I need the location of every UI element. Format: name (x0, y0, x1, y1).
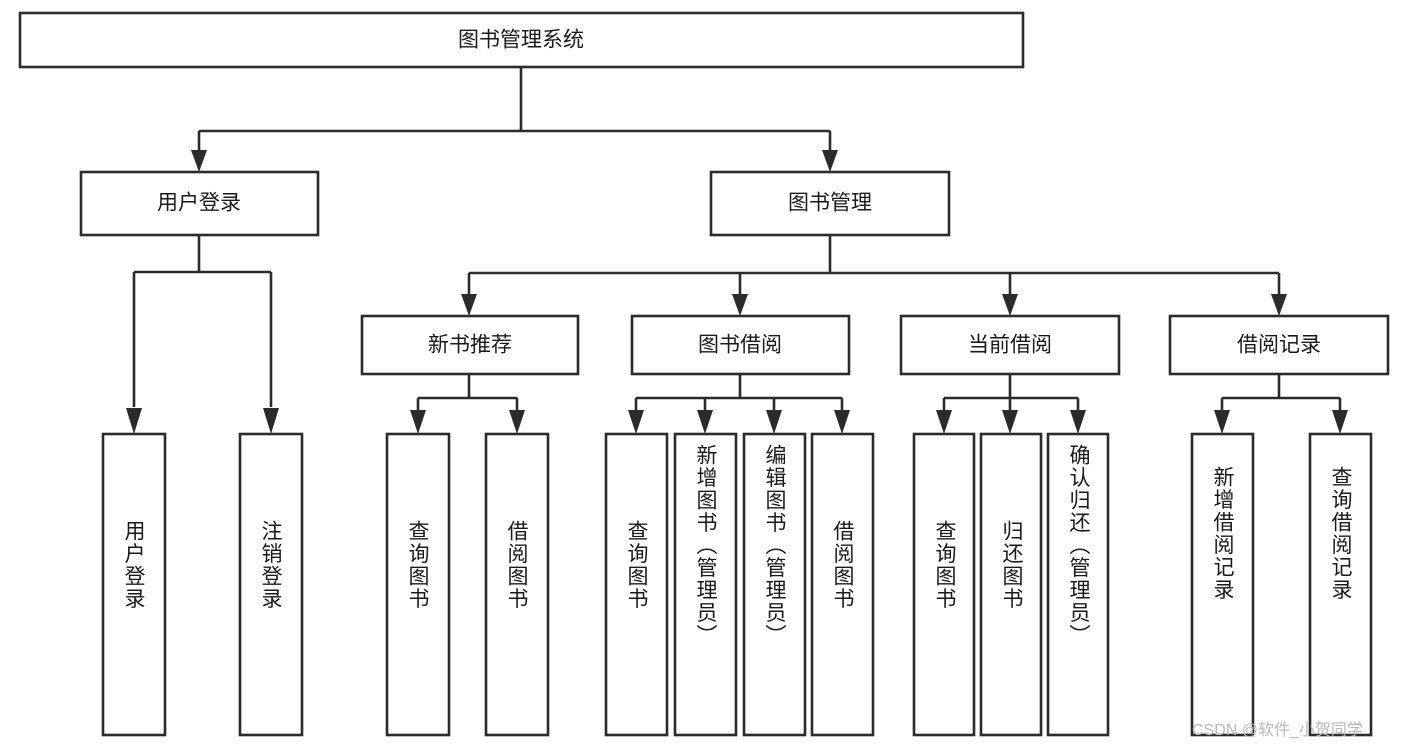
arrowhead-new-book-recommend (461, 294, 477, 316)
leaf-borrow-book-1-box[interactable] (484, 432, 550, 737)
leaf-user-login-box[interactable] (101, 432, 167, 737)
arrowhead-cb-leaf-3 (1070, 410, 1086, 434)
node-current-borrow-label: 当前借阅 (968, 334, 1052, 357)
arrowhead-user-login (191, 150, 207, 172)
leaf-add-book-box[interactable] (673, 432, 738, 737)
connectors (126, 67, 1348, 434)
node-new-book-recommend-box[interactable] (360, 314, 580, 376)
leaf-user-logout-box[interactable] (238, 432, 304, 737)
arrowhead-borrow-record (1271, 294, 1287, 316)
arrowhead-current-borrow (1002, 294, 1018, 316)
arrowhead-bb-leaf-3 (766, 410, 782, 434)
arrowhead-bb-leaf-2 (697, 410, 713, 434)
arrowhead-cb-leaf-1 (936, 410, 952, 434)
leaf-borrow-book-2-box[interactable] (810, 432, 875, 737)
node-current-borrow-box[interactable] (899, 314, 1121, 376)
node-user-login-box[interactable] (79, 170, 320, 237)
leaf-add-record-box[interactable] (1190, 432, 1255, 737)
arrowhead-leaf-user-login (126, 408, 142, 434)
node-borrow-record-label: 借阅记录 (1237, 334, 1321, 357)
node-book-management-box[interactable] (709, 170, 951, 237)
leaf-query-book-2-box[interactable] (604, 432, 669, 737)
arrowhead-nbr-leaf-1 (410, 410, 426, 434)
arrowhead-leaf-user-logout (263, 408, 279, 434)
node-root[interactable]: 图书管理系统 (18, 11, 1025, 69)
arrowhead-book-borrow (732, 294, 748, 316)
node-book-management[interactable]: 图书管理 (709, 170, 951, 237)
leaf-edit-book-box[interactable] (742, 432, 807, 737)
node-book-borrow-box[interactable] (630, 314, 851, 376)
leaf-query-book-3-box[interactable] (912, 432, 976, 737)
node-book-borrow[interactable]: 图书借阅 (630, 314, 851, 376)
leaf-query-record-box[interactable] (1308, 432, 1373, 737)
arrowhead-br-leaf-2 (1332, 410, 1348, 434)
node-new-book-recommend[interactable]: 新书推荐 (360, 314, 580, 376)
arrowhead-bb-leaf-4 (834, 410, 850, 434)
leaf-confirm-return-box[interactable] (1046, 432, 1110, 737)
node-borrow-record-box[interactable] (1168, 314, 1390, 376)
arrowhead-bb-leaf-1 (628, 410, 644, 434)
leaf-query-book-1-box[interactable] (385, 432, 451, 737)
node-current-borrow[interactable]: 当前借阅 (899, 314, 1121, 376)
node-book-borrow-label: 图书借阅 (698, 334, 782, 357)
arrowhead-nbr-leaf-2 (509, 410, 525, 434)
node-book-management-label: 图书管理 (788, 192, 872, 215)
node-user-login[interactable]: 用户登录 (79, 170, 320, 237)
leaf-boxes (101, 432, 1373, 737)
leaf-return-book-box[interactable] (979, 432, 1043, 737)
arrowhead-book-management (822, 150, 838, 172)
node-borrow-record[interactable]: 借阅记录 (1168, 314, 1390, 376)
node-root-label: 图书管理系统 (458, 29, 584, 52)
node-new-book-recommend-label: 新书推荐 (428, 334, 512, 357)
arrowhead-br-leaf-1 (1214, 410, 1230, 434)
node-root-box[interactable] (18, 11, 1025, 69)
arrowhead-cb-leaf-2 (1002, 410, 1018, 434)
node-user-login-label: 用户登录 (157, 192, 241, 215)
